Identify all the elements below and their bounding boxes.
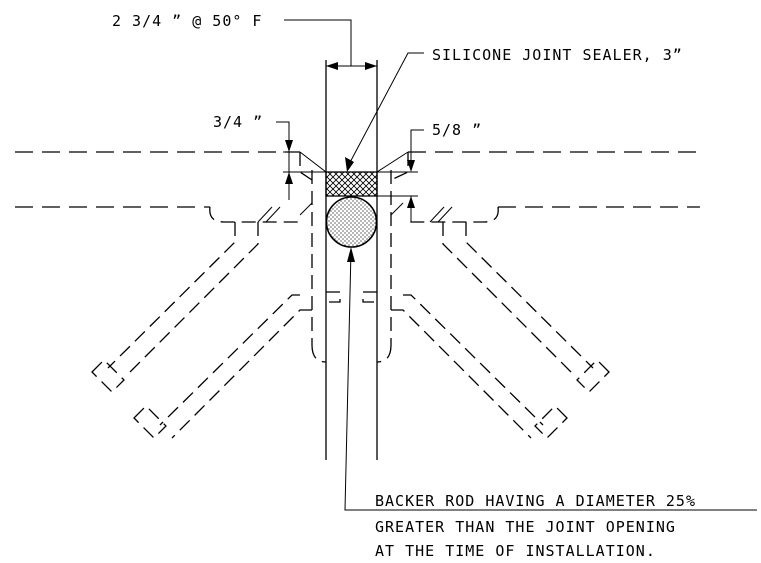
- backer-rod: [325, 196, 378, 248]
- depth-left-label: 3/4 ”: [213, 113, 263, 131]
- joint-width-dimension: [284, 19, 377, 70]
- joint-width-label: 2 3/4 ” @ 50° F: [112, 12, 262, 30]
- depth-left-dimension: [276, 121, 326, 200]
- joint-keys: [326, 291, 377, 303]
- backer-rod-label-line1: BACKER ROD HAVING A DIAMETER 25%: [375, 492, 696, 510]
- backer-rod-leader: [344, 247, 757, 511]
- backer-rod-label-line3: AT THE TIME OF INSTALLATION.: [375, 542, 656, 560]
- silicone-sealer: [325, 171, 378, 197]
- depth-right-label: 5/8 ”: [432, 121, 482, 139]
- slab-surface-lines: [15, 151, 700, 208]
- depth-right-dimension: [377, 129, 424, 222]
- backer-rod-label-line2: GREATER THAN THE JOINT OPENING: [375, 518, 676, 536]
- right-anchor-bars: [391, 222, 610, 439]
- joint-edge-rounds: [209, 202, 499, 223]
- sealer-leader: [345, 52, 424, 172]
- joint-walls: [299, 60, 409, 460]
- sealer-label: SILICONE JOINT SEALER, 3”: [432, 46, 683, 64]
- left-anchor-bars: [91, 222, 312, 439]
